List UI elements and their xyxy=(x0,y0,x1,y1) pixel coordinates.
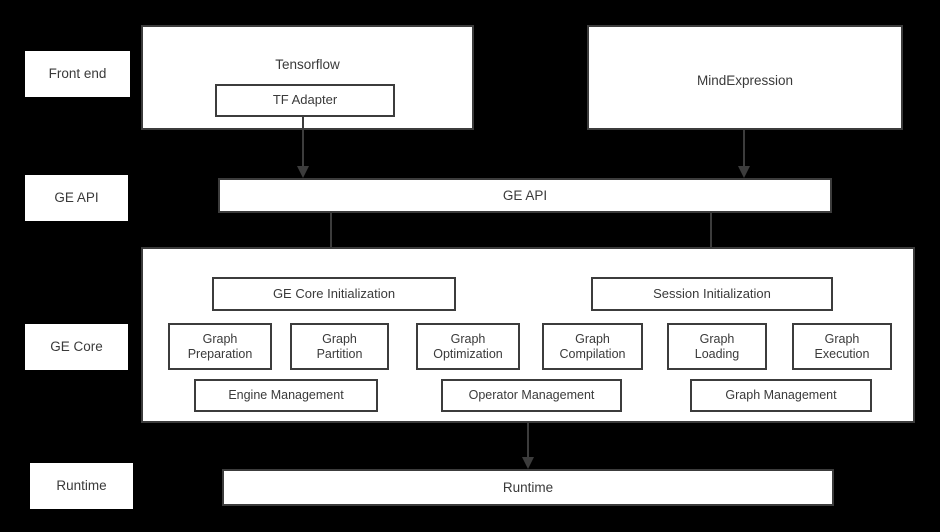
ge-core-container: GE Core Initialization Session Initializ… xyxy=(141,247,915,423)
graph-management-box[interactable]: Graph Management xyxy=(690,379,872,412)
engine-management-label: Engine Management xyxy=(228,388,344,403)
module-graph-loading-line2: Loading xyxy=(694,346,740,361)
layer-label-front-end-text: Front end xyxy=(48,66,107,82)
module-graph-compilation-line2: Compilation xyxy=(559,346,626,361)
layer-label-ge-core-text: GE Core xyxy=(50,339,103,355)
tf-adapter-label: TF Adapter xyxy=(272,92,338,108)
arrow-ge-core-to-runtime xyxy=(521,423,535,469)
layer-label-runtime: Runtime xyxy=(30,463,133,509)
ge-api-bar[interactable]: GE API xyxy=(218,178,832,213)
runtime-label: Runtime xyxy=(502,479,554,495)
layer-label-ge-core: GE Core xyxy=(25,324,128,370)
module-graph-loading-line1: Graph xyxy=(699,332,735,347)
session-initialization-box[interactable]: Session Initialization xyxy=(591,277,833,311)
module-graph-preparation[interactable]: Graph Preparation xyxy=(168,323,272,370)
module-graph-preparation-line1: Graph xyxy=(202,332,238,347)
ge-api-label: GE API xyxy=(502,187,548,203)
tensorflow-title: Tensorflow xyxy=(275,57,340,72)
module-graph-execution[interactable]: Graph Execution xyxy=(792,323,892,370)
module-graph-optimization-line2: Optimization xyxy=(433,346,503,361)
operator-management-box[interactable]: Operator Management xyxy=(441,379,622,412)
layer-label-ge-api-text: GE API xyxy=(54,190,99,206)
arrow-tf-adapter-to-ge-api xyxy=(296,115,310,178)
mindexpression-container: MindExpression xyxy=(587,25,903,130)
module-graph-compilation[interactable]: Graph Compilation xyxy=(542,323,643,370)
module-graph-execution-line2: Execution xyxy=(814,346,870,361)
ge-core-initialization-label: GE Core Initialization xyxy=(272,285,396,301)
session-initialization-label: Session Initialization xyxy=(653,285,771,301)
layer-label-runtime-text: Runtime xyxy=(56,478,107,494)
engine-management-box[interactable]: Engine Management xyxy=(194,379,378,412)
tf-adapter-box[interactable]: TF Adapter xyxy=(215,84,395,117)
tensorflow-container: Tensorflow TF Adapter xyxy=(141,25,474,130)
arrow-mindexpression-to-ge-api xyxy=(737,130,751,178)
mindexpression-title: MindExpression xyxy=(696,73,794,88)
runtime-bar[interactable]: Runtime xyxy=(222,469,834,506)
layer-label-front-end: Front end xyxy=(25,51,130,97)
module-graph-partition-line2: Partition xyxy=(316,346,363,361)
operator-management-label: Operator Management xyxy=(468,388,595,403)
module-graph-partition[interactable]: Graph Partition xyxy=(290,323,389,370)
module-graph-optimization[interactable]: Graph Optimization xyxy=(416,323,520,370)
module-graph-partition-line1: Graph xyxy=(322,332,357,347)
ge-core-initialization-box[interactable]: GE Core Initialization xyxy=(212,277,456,311)
module-graph-execution-line1: Graph xyxy=(824,332,860,347)
layer-label-ge-api: GE API xyxy=(25,175,128,221)
module-graph-optimization-line1: Graph xyxy=(450,332,486,347)
module-graph-compilation-line1: Graph xyxy=(575,332,610,347)
module-graph-preparation-line2: Preparation xyxy=(187,346,253,361)
graph-management-label: Graph Management xyxy=(725,388,837,403)
module-graph-loading[interactable]: Graph Loading xyxy=(667,323,767,370)
